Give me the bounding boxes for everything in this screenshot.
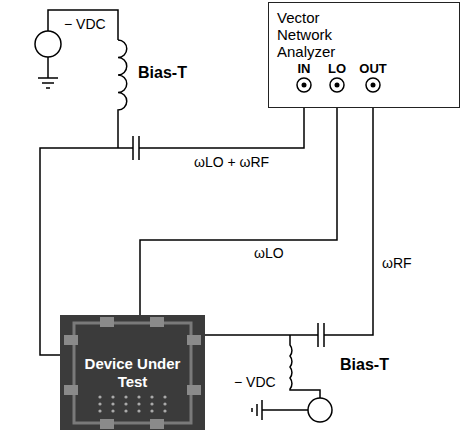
port-connector [328,76,346,94]
via-dot [150,402,153,405]
via-dot [150,409,153,412]
connector-pin [302,83,307,88]
contact-pad [100,317,114,327]
contact-pad [150,317,164,327]
frequency-label: ωRF [380,255,414,271]
via-dot [124,395,127,398]
via-dot [124,409,127,412]
via-dot [111,409,114,412]
capacitor-symbol [133,136,139,160]
contact-pad [150,419,164,429]
voltage-source [308,398,332,422]
analyzer-box: IN LO OUT Vector Network Analyzer [268,2,460,108]
connector-pin [335,83,340,88]
port-connector [295,76,313,94]
port-node: LO [326,61,349,94]
device-label: Device Under Test [79,353,187,393]
via-dot [111,402,114,405]
frequency-label: ωLO [252,245,286,261]
connector-pin [371,83,376,88]
via-dot [137,409,140,412]
ground-symbol [252,400,262,420]
contact-pad [64,335,78,345]
capacitor-gap [133,138,139,158]
via-dot [163,395,166,398]
bias-tee-label: Bias-T [338,356,391,374]
chip-frame [74,323,191,423]
via-dot [163,402,166,405]
instrument-name: Vector Network Analyzer [277,9,355,60]
bias-tee-label: Bias-T [136,64,189,82]
contact-pad [64,385,78,395]
via-dot [137,402,140,405]
via-dot [150,395,153,398]
contact-pad [100,419,114,429]
port-connector [364,76,382,94]
via-dot [98,395,101,398]
port-node: IN [293,61,315,94]
device-box: Device Under Test [60,315,205,430]
signal-cable [205,94,373,335]
capacitor-symbol [318,323,324,347]
capacitor-gap [318,325,324,345]
signal-cable [140,94,337,315]
contact-pad [187,335,201,345]
port-name: LO [328,61,346,76]
via-dot [98,409,101,412]
frequency-label: ωLO + ωRF [192,154,271,170]
connector-ring [330,78,344,92]
wire [262,409,308,411]
port-name: OUT [359,61,386,76]
inductor-symbol [118,40,127,148]
connector-ring [366,78,380,92]
wire [47,57,49,78]
port-name: IN [298,61,311,76]
via-dot [137,395,140,398]
via-dot [111,395,114,398]
ground-symbol [38,78,58,88]
supply-label: − VDC [232,374,278,390]
via-dot [98,402,101,405]
supply-label: − VDC [62,16,108,32]
via-dot [163,409,166,412]
port-node: OUT [357,61,389,94]
contact-pad [187,385,201,395]
via-dot [124,402,127,405]
connector-ring [297,78,311,92]
inductor-symbol [290,335,320,398]
voltage-source [35,31,61,57]
